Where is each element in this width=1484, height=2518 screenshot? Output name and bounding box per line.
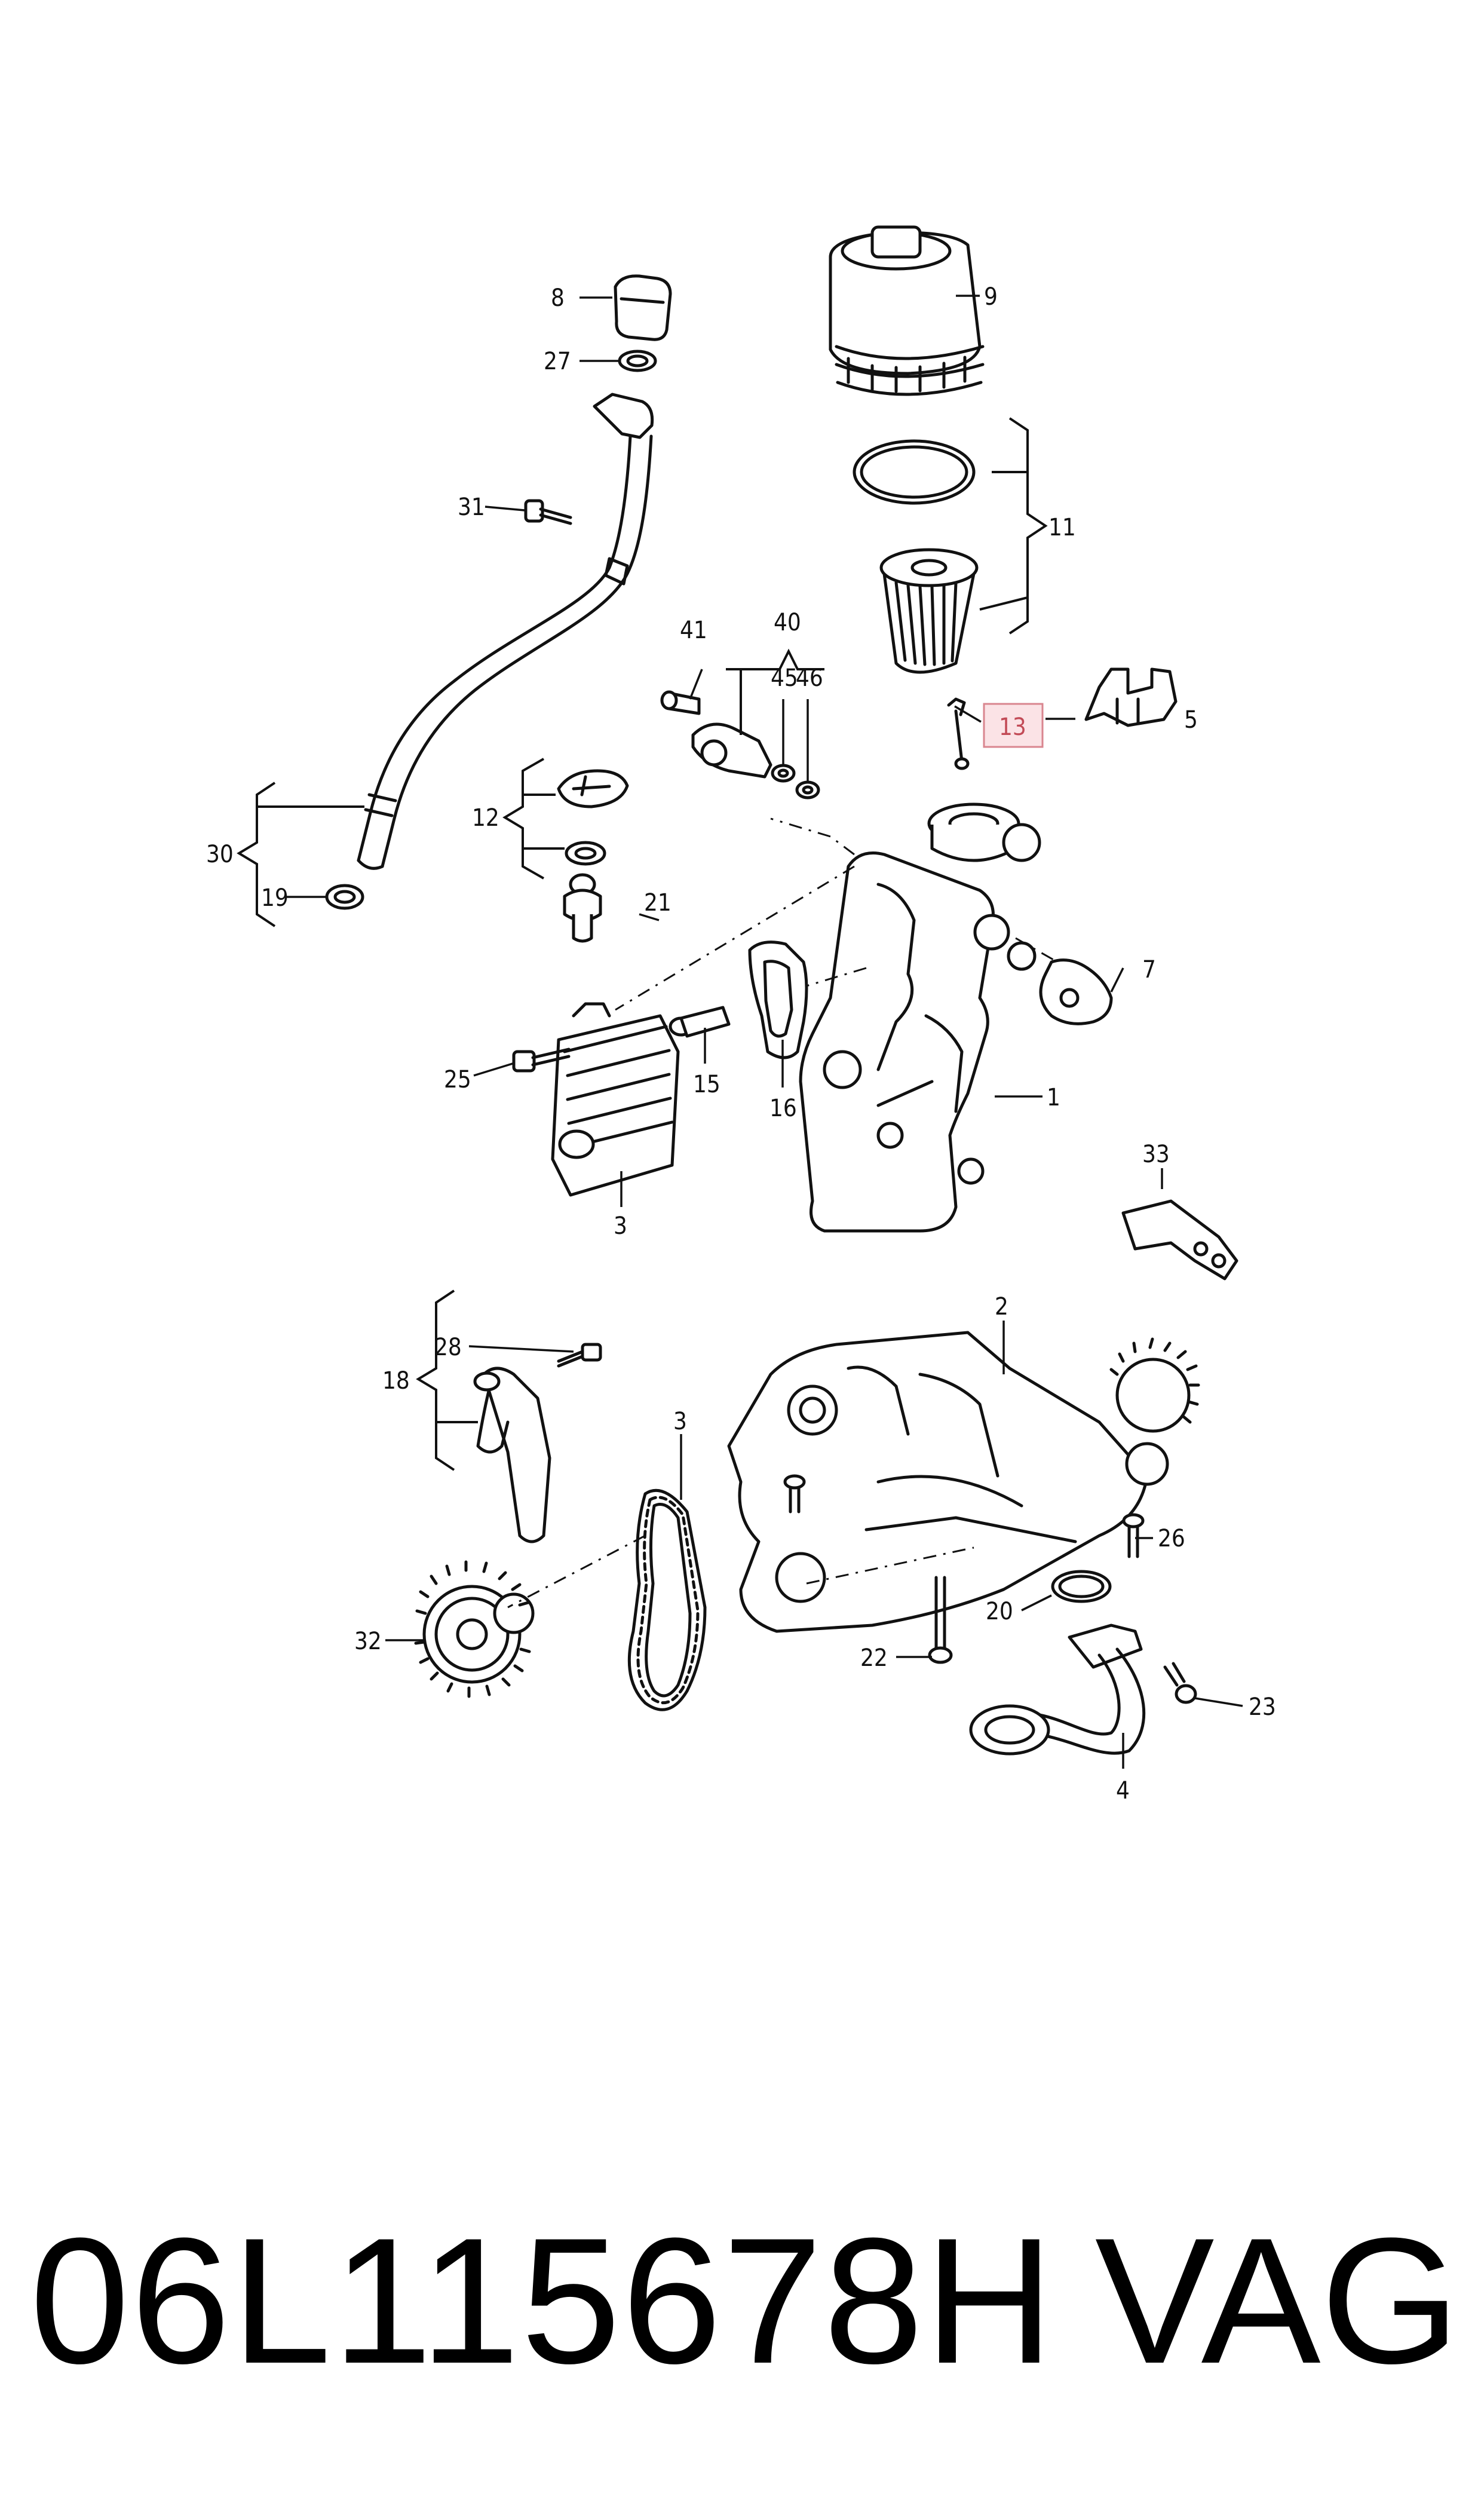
filter-o-ring	[853, 439, 976, 505]
bolt-41	[660, 690, 701, 715]
oil-filter-element	[879, 548, 979, 674]
assembly-line	[770, 817, 831, 838]
assembly-line	[507, 1534, 646, 1609]
gasket-7	[1039, 958, 1113, 1025]
callout-13: 13	[999, 713, 1026, 741]
oil-pump-2	[727, 1331, 1200, 1633]
bolt-22	[928, 1576, 953, 1664]
assembly-line	[615, 865, 855, 1011]
assembly-line	[806, 967, 867, 987]
callout-20: 20	[986, 1598, 1013, 1625]
callout-45: 45	[771, 664, 798, 692]
highlight-box	[983, 703, 1044, 748]
cap-12	[557, 769, 629, 808]
callout-2: 2	[995, 1293, 1008, 1321]
oil-filter-housing-bracket	[799, 802, 1041, 1233]
oil-pickup-4	[969, 1623, 1146, 1756]
callout-9: 9	[984, 283, 998, 311]
callout-31: 31	[458, 494, 485, 521]
callout-7: 7	[1142, 956, 1156, 984]
callout-16: 16	[769, 1095, 797, 1122]
bolt-28	[557, 1343, 602, 1368]
callout-15: 15	[693, 1071, 720, 1098]
valve-40	[691, 722, 772, 779]
callout-3: 3	[673, 1408, 687, 1435]
callout-41: 41	[680, 617, 707, 644]
assembly-line	[830, 835, 855, 856]
callout-33: 33	[1142, 1141, 1170, 1168]
o-ring-20	[1051, 1570, 1112, 1603]
highlighted-callout-13[interactable]: 13	[983, 703, 1044, 748]
brace-18	[416, 1289, 478, 1471]
exploded-parts-diagram: 8 27 31 9 11 41 40 45 46 5 12 21 30 19 7…	[206, 225, 1276, 1805]
callout-30: 30	[206, 841, 234, 868]
callout-40: 40	[774, 609, 801, 636]
oil-cooler-8	[551, 1002, 680, 1197]
dipstick-guide-tube	[357, 393, 654, 870]
bolt-pump-left	[783, 1474, 806, 1514]
assembly-line	[1015, 937, 1058, 963]
brace-30	[237, 782, 364, 927]
callout-4: 4	[1116, 1777, 1130, 1805]
callout-8: 3	[614, 1212, 627, 1240]
clip-5	[1084, 667, 1178, 727]
callout-5: 5	[1184, 706, 1198, 734]
bolt-23	[1163, 1662, 1197, 1704]
o-ring-12	[565, 841, 606, 866]
bolt-26	[1122, 1513, 1145, 1558]
bolt-15	[669, 1006, 731, 1038]
pin-13	[947, 697, 970, 770]
part-number: 06L115678H	[30, 2200, 1055, 2401]
callout-25: 25	[444, 1066, 471, 1093]
callout-18: 18	[382, 1367, 410, 1395]
callout-12: 12	[472, 804, 499, 832]
pressure-switch-21	[563, 873, 602, 943]
chain-tensioner-18	[473, 1367, 551, 1543]
bracket-33	[1121, 1199, 1238, 1281]
gasket-16	[748, 941, 808, 1059]
leader-lines	[287, 295, 1243, 1769]
callout-labels: 8 27 31 9 11 41 40 45 46 5 12 21 30 19 7…	[206, 283, 1276, 1805]
o-ring-19	[325, 884, 364, 910]
callout-28: 28	[434, 1334, 462, 1361]
brand-name: VAG	[1094, 2200, 1460, 2401]
seal-45	[771, 764, 796, 783]
callout-23: 23	[1249, 1693, 1276, 1721]
sprocket-32	[414, 1560, 535, 1698]
callout-21: 21	[644, 889, 672, 917]
callout-26: 26	[1158, 1525, 1185, 1552]
bolt-25	[512, 1047, 571, 1073]
callout-1: 1	[1047, 1084, 1060, 1111]
callout-11: 11	[1048, 514, 1076, 541]
callout-27: 27	[544, 348, 571, 375]
seal-46	[795, 780, 820, 799]
callout-19: 19	[261, 884, 289, 912]
brace-40	[726, 648, 824, 735]
dipstick-cap-part	[614, 274, 672, 341]
brace-11	[979, 417, 1048, 635]
callout-32: 32	[354, 1628, 382, 1655]
dipstick-o-ring-27	[618, 350, 657, 372]
oil-filter-cap-part	[829, 225, 985, 396]
callout-22: 22	[860, 1644, 888, 1672]
bolt-31	[524, 499, 572, 525]
callout-10: 8	[551, 284, 565, 312]
callout-46: 46	[796, 664, 823, 692]
brace-12	[502, 758, 565, 880]
drive-chain-3	[627, 1488, 707, 1711]
